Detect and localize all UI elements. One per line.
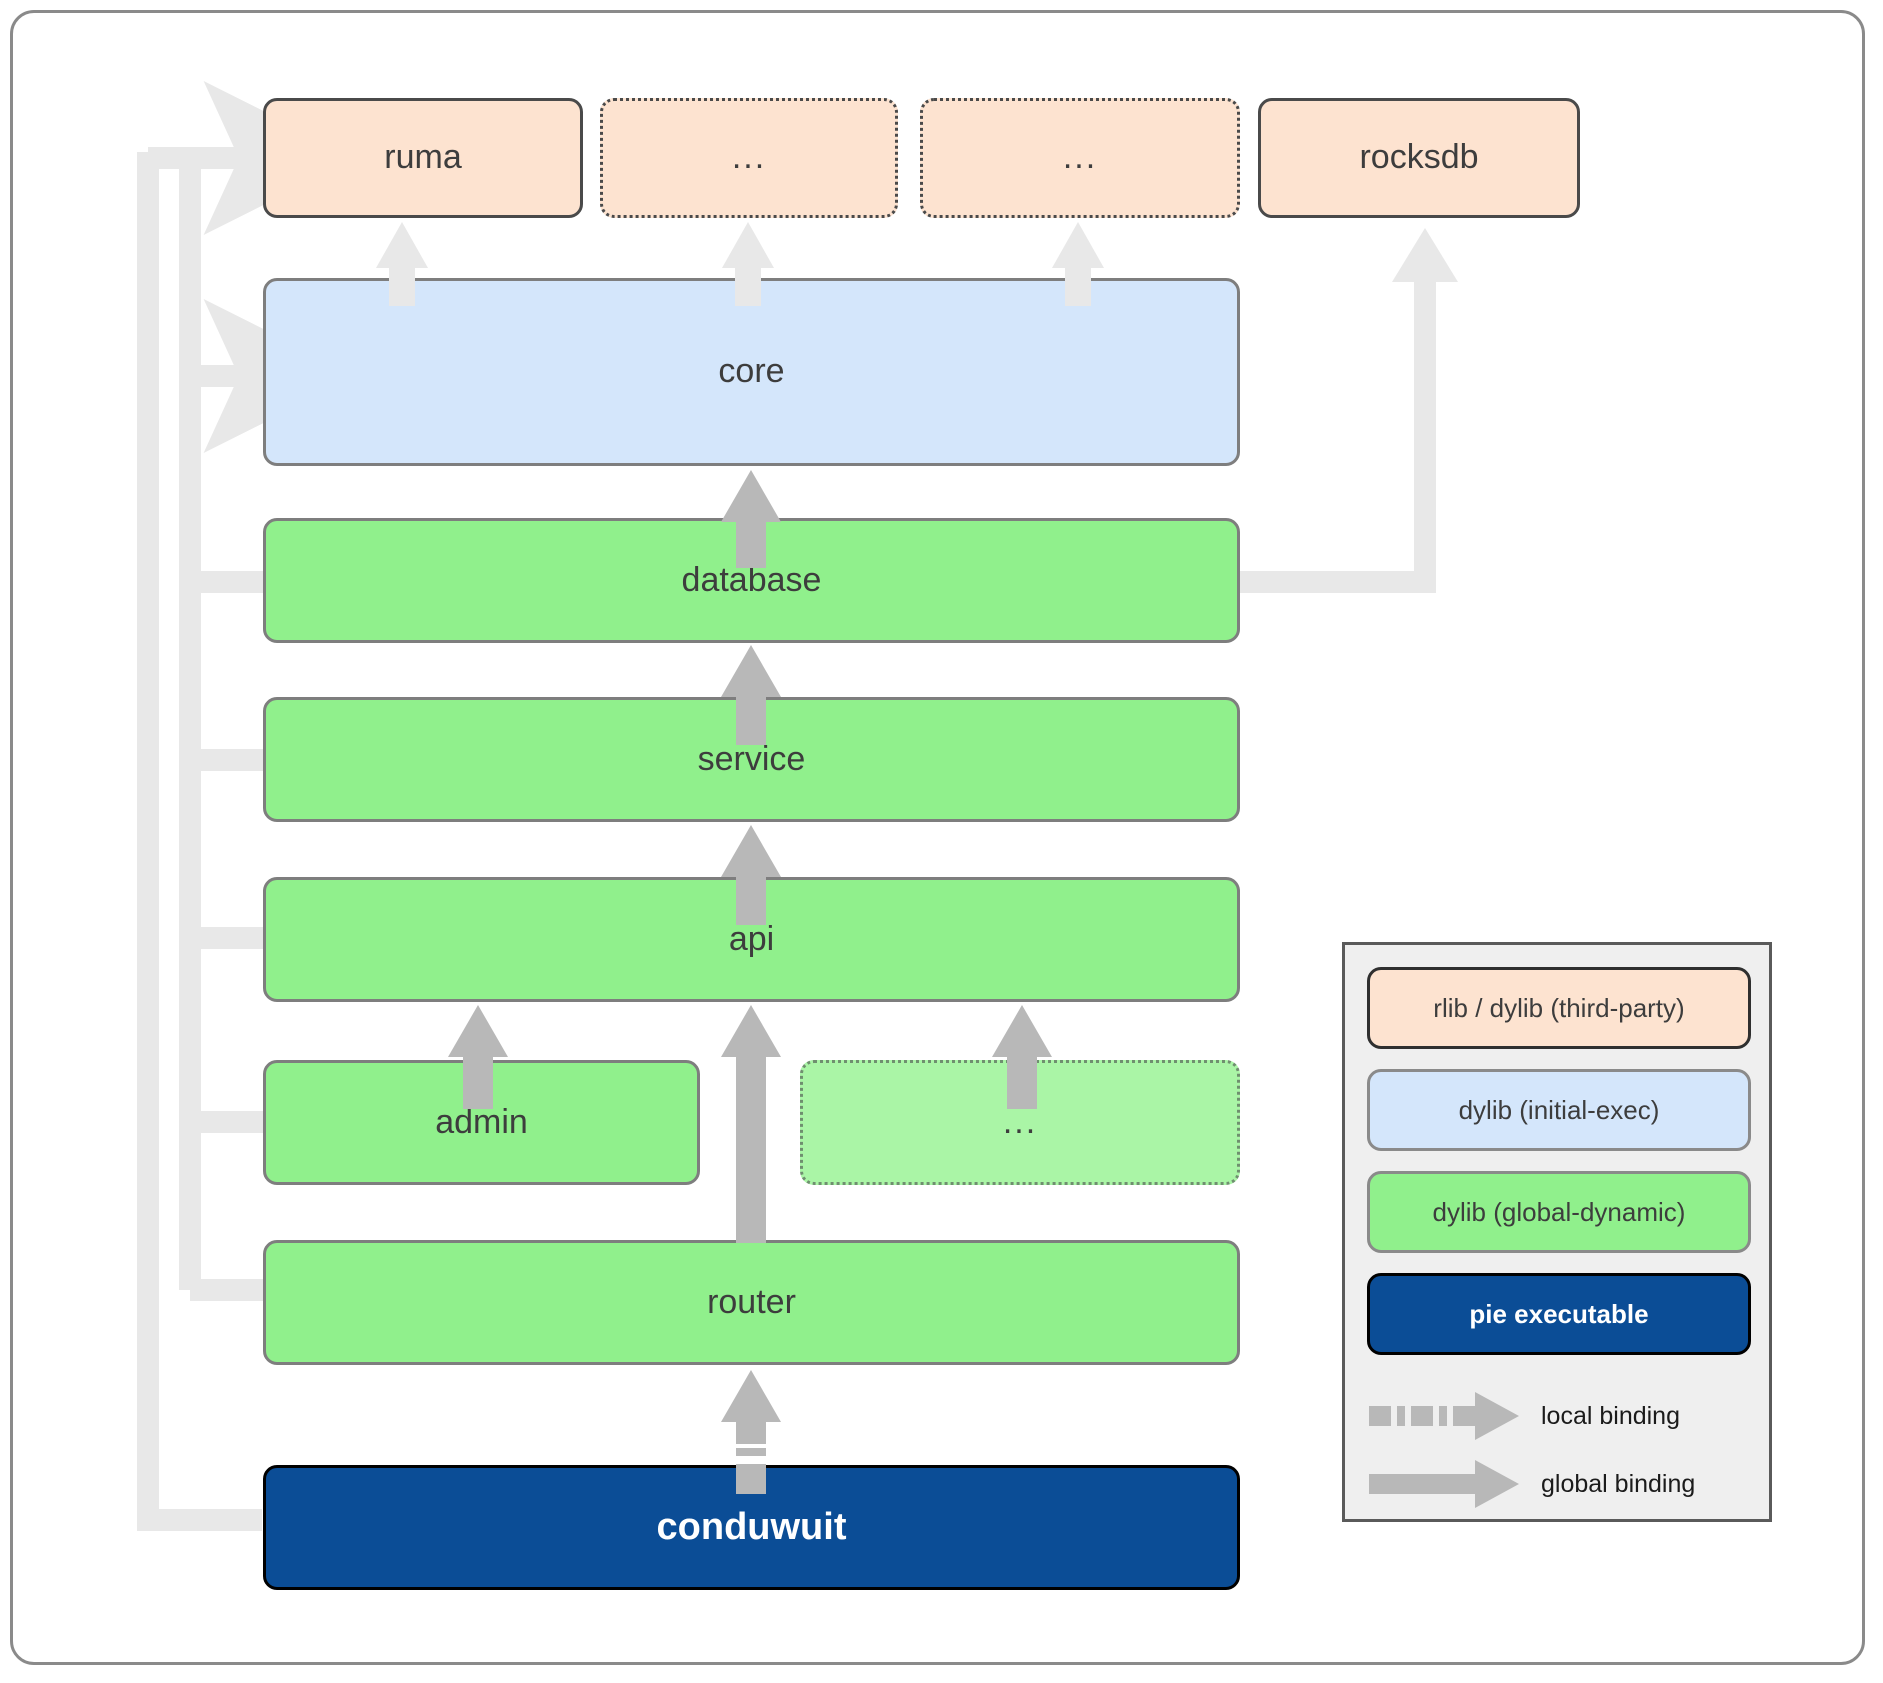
node-ruma-label: ruma [384,138,462,177]
legend-binding-local: local binding [1367,1387,1757,1445]
legend-binding-local-label: local binding [1541,1401,1680,1430]
legend-item-global-dynamic-label: dylib (global-dynamic) [1432,1196,1686,1227]
node-core-label: core [718,352,785,391]
node-more-top-2[interactable]: ... [920,98,1240,218]
node-api[interactable]: api [263,877,1240,1002]
node-conduwuit[interactable]: conduwuit [263,1465,1240,1590]
node-more-top-1-label: ... [731,138,767,177]
node-database-label: database [681,560,822,599]
node-rocksdb-label: rocksdb [1359,138,1479,177]
legend-item-third-party-label: rlib / dylib (third-party) [1433,992,1685,1023]
legend-item-pie-executable: pie executable [1367,1273,1751,1355]
node-core[interactable]: core [263,278,1240,466]
legend-item-third-party: rlib / dylib (third-party) [1367,967,1751,1049]
node-api-label: api [728,919,775,958]
node-more-mid[interactable]: ... [800,1060,1240,1185]
global-binding-arrow-icon [1369,1460,1519,1508]
legend-item-initial-exec-label: dylib (initial-exec) [1458,1094,1660,1125]
legend-binding-global-label: global binding [1541,1469,1696,1498]
node-router-label: router [707,1282,796,1321]
node-service-label: service [697,739,806,778]
node-conduwuit-label: conduwuit [656,1505,847,1548]
node-service[interactable]: service [263,697,1240,822]
legend-item-initial-exec: dylib (initial-exec) [1367,1069,1751,1151]
node-rocksdb[interactable]: rocksdb [1258,98,1580,218]
node-admin[interactable]: admin [263,1060,700,1185]
node-router[interactable]: router [263,1240,1240,1365]
legend-binding-global: global binding [1367,1455,1757,1513]
node-more-mid-label: ... [1002,1102,1038,1141]
node-database[interactable]: database [263,518,1240,643]
legend-item-pie-executable-label: pie executable [1469,1298,1649,1329]
node-more-top-2-label: ... [1062,138,1098,177]
legend-item-global-dynamic: dylib (global-dynamic) [1367,1171,1751,1253]
local-binding-arrow-icon [1369,1392,1519,1440]
node-more-top-1[interactable]: ... [600,98,898,218]
node-admin-label: admin [435,1102,528,1141]
node-ruma[interactable]: ruma [263,98,583,218]
legend-panel: rlib / dylib (third-party) dylib (initia… [1342,942,1772,1522]
